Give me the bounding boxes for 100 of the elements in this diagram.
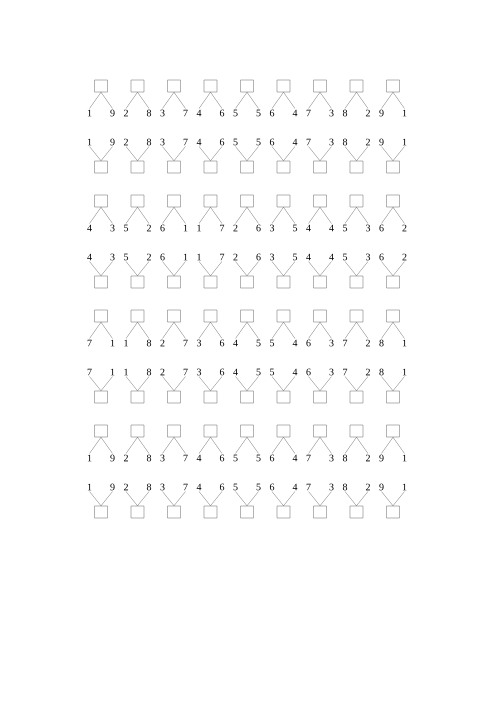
number-label: 6 [220, 340, 224, 346]
connector-line [272, 146, 284, 161]
connector-line [235, 437, 248, 454]
number-label: 8 [146, 484, 152, 490]
number-label: 1 [402, 110, 406, 116]
number-label: 7 [306, 454, 311, 462]
number-label: 7 [88, 340, 92, 346]
connector-line [137, 376, 150, 391]
number-label: 6 [160, 254, 165, 260]
number-label: 1 [197, 224, 201, 232]
connector-line [272, 437, 284, 454]
connector-line [137, 146, 150, 161]
number-label: 3 [160, 138, 165, 146]
number-label: 3 [196, 340, 202, 346]
connector-line [320, 322, 332, 339]
connector-line [162, 322, 174, 339]
number-label: 7 [184, 138, 188, 146]
number-label: 7 [343, 340, 348, 346]
connector-line [272, 322, 284, 339]
answer-box [240, 160, 254, 174]
number-label: 1 [184, 254, 188, 260]
answer-box [130, 194, 144, 208]
number-label: 3 [329, 110, 334, 116]
connector-line [392, 322, 405, 339]
connector-line [198, 322, 211, 339]
number-label: 4 [292, 110, 298, 116]
connector-line [174, 376, 186, 391]
number-label: 4 [292, 454, 298, 462]
answer-box [167, 276, 181, 288]
number-label: 7 [184, 454, 188, 462]
connector-line [174, 437, 186, 454]
connector-line [283, 261, 296, 276]
connector-line [100, 322, 113, 339]
number-label: 5 [293, 254, 298, 260]
number-label: 7 [343, 368, 348, 376]
number-label: 7 [184, 340, 188, 346]
connector-line [381, 146, 394, 161]
connector-line [137, 491, 150, 506]
answer-box [313, 424, 327, 438]
answer-box [204, 160, 218, 174]
answer-box [276, 506, 290, 518]
answer-box [167, 80, 181, 92]
number-label: 7 [184, 484, 188, 490]
connector-line [100, 437, 113, 454]
answer-box [350, 390, 364, 404]
number-label: 9 [110, 138, 115, 146]
number-label: 3 [329, 138, 334, 146]
answer-box [386, 194, 400, 208]
connector-line [235, 376, 248, 391]
number-label: 3 [329, 484, 334, 490]
number-label: 2 [160, 340, 164, 346]
number-label: 8 [146, 138, 152, 146]
connector-line [272, 261, 284, 276]
number-label: 2 [366, 138, 370, 146]
number-label: 2 [146, 224, 151, 232]
answer-box [94, 506, 108, 518]
connector-line [126, 491, 138, 506]
connector-line [198, 491, 211, 506]
number-label: 2 [233, 224, 238, 232]
connector-line [320, 437, 332, 454]
connector-line [344, 376, 357, 391]
connector-line [162, 92, 174, 109]
number-label: 5 [343, 224, 348, 232]
answer-box [167, 424, 181, 438]
number-label: 3 [329, 454, 334, 462]
answer-box [130, 310, 144, 322]
connector-line [283, 491, 296, 506]
connector-line [320, 92, 332, 109]
number-label: 4 [196, 110, 202, 116]
connector-line [356, 261, 368, 276]
number-label: 6 [270, 454, 274, 462]
answer-box [94, 424, 108, 438]
connector-line [272, 376, 284, 391]
connector-line [198, 376, 211, 391]
number-label: 5 [256, 368, 261, 376]
connector-line [174, 491, 186, 506]
connector-line [381, 207, 394, 224]
connector-line [283, 146, 296, 161]
number-label: 2 [124, 484, 128, 490]
connector-line [235, 207, 248, 224]
number-label: 3 [196, 368, 202, 376]
connector-line [174, 322, 186, 339]
connector-line [381, 437, 394, 454]
connector-line [210, 322, 222, 339]
number-label: 1 [184, 224, 188, 232]
connector-line [198, 92, 211, 109]
connector-line [126, 322, 138, 339]
number-label: 6 [256, 254, 261, 260]
number-label: 3 [329, 368, 334, 376]
answer-box [386, 160, 400, 174]
number-label: 2 [366, 454, 370, 462]
number-label: 9 [379, 110, 384, 116]
number-label: 2 [366, 484, 370, 490]
number-label: 5 [234, 110, 238, 116]
number-label: 4 [196, 484, 202, 490]
connector-line [100, 146, 113, 161]
connector-line [137, 437, 150, 454]
number-label: 1 [88, 484, 92, 490]
number-label: 5 [234, 454, 238, 462]
connector-line [210, 207, 222, 224]
